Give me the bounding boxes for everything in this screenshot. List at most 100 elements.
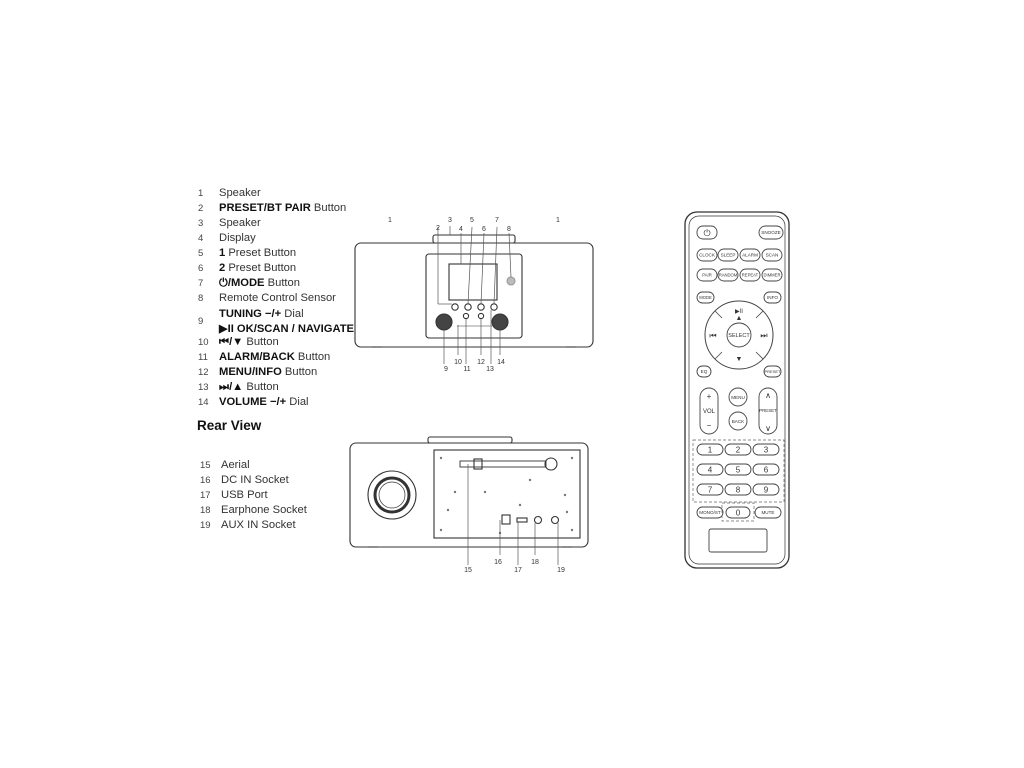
remote-window — [708, 528, 768, 553]
mode-button[interactable] — [696, 291, 715, 304]
legend-text: Remote Control Sensor — [219, 292, 336, 304]
remote-button-repeat[interactable] — [739, 268, 761, 282]
digit-button-9[interactable] — [752, 483, 780, 496]
menu-button[interactable] — [728, 387, 748, 407]
remote-button-dimmer-label: DIMMER — [764, 272, 781, 277]
remote-button-alarm[interactable] — [739, 248, 761, 262]
navigation-ring[interactable] — [704, 300, 774, 370]
legend-number: 14 — [198, 397, 209, 408]
preset-small-button-label: PRESET — [764, 369, 781, 374]
digit-button-5[interactable] — [724, 463, 752, 476]
remote-button-pair-label: PAIR — [702, 272, 711, 277]
volume-rocker[interactable] — [699, 387, 719, 435]
callout-number: 12 — [477, 359, 485, 366]
callout-number: 7 — [495, 217, 499, 224]
legend-item: 9TUNING −/+ Dial — [198, 308, 304, 327]
legend-number: 17 — [200, 490, 211, 501]
legend-number: 3 — [198, 218, 204, 229]
digit-button-4[interactable] — [696, 463, 724, 476]
callout-number: 19 — [557, 567, 565, 574]
preset-rocker[interactable] — [758, 387, 778, 435]
legend-number: 2 — [198, 203, 204, 214]
mono-st-button-label: MONO/ST — [699, 510, 721, 515]
legend-item: 14 VOLUME −/+ Dial — [198, 396, 309, 411]
keypad-frame — [692, 439, 785, 503]
preset-small-button[interactable] — [763, 365, 782, 378]
remote-button-clock[interactable] — [696, 248, 718, 262]
callout-number: 8 — [507, 226, 511, 233]
power-button[interactable] — [696, 225, 718, 240]
callout-number: 1 — [388, 217, 392, 224]
legend-number: 12 — [198, 367, 209, 378]
volume-plus: + — [707, 392, 712, 401]
callout-number: 9 — [444, 366, 448, 373]
remote-button-repeat-label: REPEAT — [742, 272, 759, 277]
callout-number: 15 — [464, 567, 472, 574]
callout-number: 6 — [482, 226, 486, 233]
remote-button-sleep[interactable] — [717, 248, 739, 262]
legend-number: 19 — [200, 520, 211, 531]
legend-number: 15 — [200, 460, 211, 471]
callout-number: 18 — [531, 559, 539, 566]
info-button[interactable] — [763, 291, 782, 304]
play-pause-icon: ▶II — [735, 309, 743, 315]
legend-text: Earphone Socket — [221, 504, 307, 516]
info-button-label: INFO — [767, 295, 778, 300]
legend-item: 1 Speaker — [198, 187, 261, 202]
mute-button-label: MUTE — [761, 510, 774, 515]
back-button[interactable] — [728, 411, 748, 431]
nav-ring-divider — [755, 351, 764, 360]
volume-label: VOL — [703, 409, 716, 415]
legend-text: ⏻/MODE Button — [219, 277, 300, 289]
digit-button-0-label: 0 — [736, 508, 741, 517]
mode-button-label: MODE — [699, 295, 712, 300]
legend-text: Speaker — [219, 187, 261, 199]
digit-button-7[interactable] — [696, 483, 724, 496]
digit-button-1[interactable] — [696, 443, 724, 456]
digit-button-8[interactable] — [724, 483, 752, 496]
callout-number: 16 — [494, 559, 502, 566]
legend-number: 9 — [198, 316, 204, 327]
remote-button-dimmer[interactable] — [761, 268, 783, 282]
eq-button[interactable] — [696, 365, 712, 378]
mono-st-button[interactable] — [696, 506, 724, 519]
digit-button-0[interactable] — [725, 506, 751, 519]
legend-item-continued: ▶II OK/SCAN / NAVIGATE — [219, 323, 354, 335]
legend-number: 1 — [198, 188, 204, 199]
digit-button-8-label: 8 — [736, 485, 741, 494]
digit-button-4-label: 4 — [708, 465, 713, 474]
digit-button-2[interactable] — [724, 443, 752, 456]
remote-button-random[interactable] — [717, 268, 739, 282]
snooze-button[interactable] — [758, 225, 784, 240]
digit-button-6[interactable] — [752, 463, 780, 476]
legend-text: USB Port — [221, 489, 268, 501]
digit-button-7-label: 7 — [708, 485, 713, 494]
mute-button[interactable] — [754, 506, 782, 519]
next-icon: ⏭ — [760, 331, 767, 340]
remote-button-clock-label: CLOCK — [699, 253, 716, 258]
remote-button-scan[interactable] — [761, 248, 783, 262]
callout-number: 13 — [486, 366, 494, 373]
remote-button-pair[interactable] — [696, 268, 718, 282]
callout-number: 1 — [556, 217, 560, 224]
remote-button-sleep-label: SLEEP — [721, 253, 736, 258]
legend-text: ⏮/▼ Button — [219, 336, 279, 348]
legend-number: 13 — [198, 382, 209, 393]
down-arrow-icon: ▼ — [736, 356, 743, 363]
digit-button-3[interactable] — [752, 443, 780, 456]
legend-text: VOLUME −/+ Dial — [219, 396, 309, 408]
callout-number: 11 — [463, 366, 470, 373]
legend-number: 10 — [198, 337, 209, 348]
legend-text: DC IN Socket — [221, 474, 289, 486]
legend-item: 10 ⏮/▼ Button — [198, 336, 279, 351]
select-button[interactable] — [726, 322, 752, 348]
